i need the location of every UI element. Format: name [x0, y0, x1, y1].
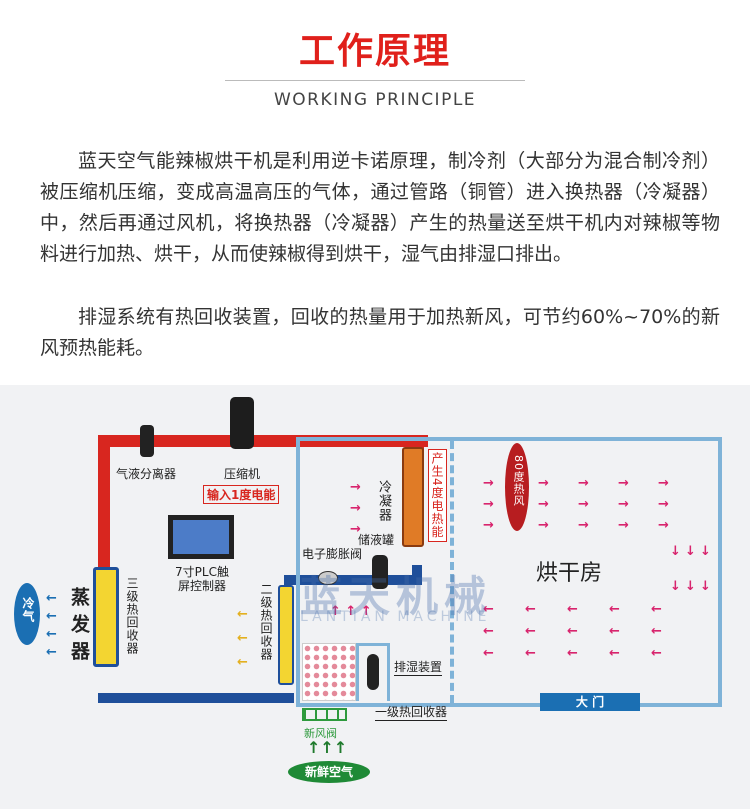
- airflow-arrow: ←: [525, 646, 536, 661]
- evaporator-coil-icon: [93, 567, 119, 667]
- paragraph-principle: 蓝天空气能辣椒烘干机是利用逆卡诺原理，制冷剂（大部分为混合制冷剂）被压缩机压缩，…: [40, 150, 720, 265]
- compressor-label: 压缩机: [224, 467, 261, 481]
- hot-pipe-left: [98, 435, 110, 570]
- gas-liquid-separator-icon: [140, 425, 154, 457]
- airflow-arrow: ←: [483, 602, 494, 617]
- room-divider-dashed: [450, 441, 454, 703]
- hot-air-badge: 80度热风: [505, 443, 529, 531]
- receiver-tank-icon: [372, 555, 388, 589]
- cold-pipe-middle: [284, 575, 422, 585]
- airflow-arrow: ←: [651, 624, 662, 639]
- airflow-arrow: ↓: [685, 544, 696, 559]
- recovery-arrows: ←←←: [237, 607, 248, 670]
- divider: [225, 80, 525, 81]
- intake-arrows: ↑ ↑ ↑: [330, 604, 372, 619]
- cold-air-label: 冷气: [21, 597, 35, 623]
- condenser-label: 冷凝器: [376, 480, 391, 522]
- airflow-arrow: ←: [651, 646, 662, 661]
- compressor-icon: [230, 397, 254, 449]
- airflow-arrow: ↓: [685, 579, 696, 594]
- dehumidifier-box: [356, 643, 390, 701]
- fresh-air-badge: 新鲜空气: [288, 761, 370, 783]
- watermark-logo: 蓝天机械: [300, 572, 493, 621]
- paragraph-heat-recovery: 排湿系统有热回收装置，回收的热量用于加热新风，可节约60%~70%的新风预热能耗…: [40, 306, 720, 359]
- secondary-recovery-label: 二级热回收器: [259, 583, 273, 661]
- page-subtitle: WORKING PRINCIPLE: [273, 90, 477, 110]
- airflow-arrow: ←: [609, 624, 620, 639]
- watermark-logo-en: LANTIAN MACHINE: [300, 609, 491, 625]
- airflow-arrow: →: [578, 518, 589, 533]
- airflow-arrow: ←: [525, 624, 536, 639]
- airflow-arrow: ←: [483, 646, 494, 661]
- fresh-air-valve-label: 新风阀: [304, 727, 337, 740]
- airflow-arrow: →: [658, 497, 669, 512]
- airflow-arrow: →: [483, 497, 494, 512]
- plc-touchscreen-icon: [168, 515, 234, 559]
- cold-pipe-down: [412, 565, 422, 585]
- tertiary-recovery-label: 三级热回收器: [125, 577, 139, 655]
- expansion-valve-label: 电子膨胀阀: [302, 547, 363, 561]
- airflow-arrow: ←: [483, 624, 494, 639]
- expansion-valve-icon: [318, 571, 338, 585]
- airflow-arrow: →: [578, 497, 589, 512]
- drying-room-outline: [296, 437, 722, 707]
- airflow-arrow: ←: [567, 602, 578, 617]
- airflow-arrow: →: [658, 476, 669, 491]
- produce-energy-label: 产生4度电热能: [428, 449, 447, 542]
- airflow-arrow: ↓: [700, 544, 711, 559]
- primary-recovery-icon: [302, 643, 356, 701]
- input-energy-badge: 输入1度电能: [203, 485, 280, 504]
- plc-label: 7寸PLC触屏控制器: [175, 565, 229, 593]
- airflow-arrow: →: [618, 497, 629, 512]
- condenser-coil-icon: [402, 447, 424, 547]
- condenser-arrows: →→→: [350, 480, 361, 537]
- secondary-recovery-coil-icon: [278, 585, 294, 685]
- working-principle-diagram: 气液分离器 压缩机 输入1度电能 7寸PLC触屏控制器 蒸发器 冷气 ←←←← …: [0, 385, 750, 809]
- receiver-label: 储液罐: [358, 533, 395, 547]
- page-title: 工作原理: [298, 31, 451, 72]
- airflow-arrow: →: [658, 518, 669, 533]
- door-label: 大 门: [540, 693, 640, 711]
- cold-pipe-bottom: [98, 693, 294, 703]
- airflow-arrow: ←: [567, 624, 578, 639]
- evaporator-label: 蒸发器: [68, 587, 90, 668]
- airflow-arrow: ↓: [700, 579, 711, 594]
- airflow-arrow: ←: [525, 602, 536, 617]
- airflow-arrow: ↓: [670, 579, 681, 594]
- dehumidifier-label: 排湿装置: [394, 660, 443, 676]
- airflow-arrow: →: [483, 476, 494, 491]
- airflow-arrow: ↓: [670, 544, 681, 559]
- airflow-arrow: →: [538, 518, 549, 533]
- airflow-arrow: →: [578, 476, 589, 491]
- airflow-arrow: →: [618, 476, 629, 491]
- airflow-arrow: ←: [651, 602, 662, 617]
- drying-room-label: 烘干房: [536, 561, 603, 586]
- airflow-arrow: ←: [567, 646, 578, 661]
- airflow-arrow: ←: [609, 646, 620, 661]
- fresh-air-valve-icon: [302, 708, 347, 721]
- cold-air-badge: 冷气: [14, 583, 40, 645]
- primary-recovery-label: 一级热回收器: [375, 705, 448, 721]
- airflow-arrow: →: [538, 476, 549, 491]
- hot-air-label: 80度热风: [512, 455, 525, 507]
- airflow-arrow: →: [483, 518, 494, 533]
- airflow-arrow: →: [618, 518, 629, 533]
- airflow-arrow: →: [538, 497, 549, 512]
- airflow-arrow: ←: [609, 602, 620, 617]
- fresh-air-arrows: ↑↑↑: [307, 738, 348, 757]
- cold-air-arrows: ←←←←: [46, 591, 57, 660]
- separator-label: 气液分离器: [116, 467, 177, 481]
